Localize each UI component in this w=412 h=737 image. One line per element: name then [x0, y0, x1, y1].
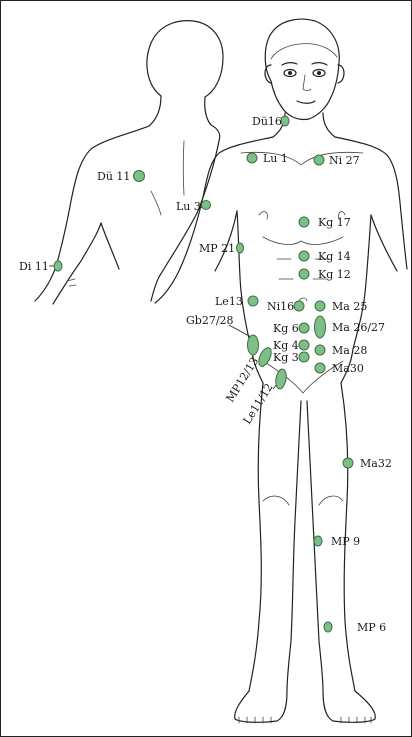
label-le1112: Le11/12 — [241, 381, 276, 426]
front-ribs — [263, 237, 343, 244]
back-shoulder-left — [35, 126, 149, 301]
point-ma2627 — [315, 316, 326, 338]
label-kg17: Kg 17 — [318, 216, 351, 229]
point-di11 — [54, 261, 62, 271]
front-inner-arm-left — [215, 211, 237, 271]
front-chest-left — [259, 212, 267, 219]
point-ni16 — [294, 301, 304, 311]
label-ni27: Ni 27 — [329, 154, 360, 167]
label-mp21: MP 21 — [199, 242, 235, 255]
back-scapula — [151, 191, 161, 215]
front-leg-right-inner — [307, 401, 323, 691]
back-torso-left — [101, 223, 119, 269]
label-ma28: Ma 28 — [332, 344, 367, 357]
label-ma25: Ma 25 — [332, 300, 367, 313]
point-mp21 — [237, 243, 244, 253]
front-inner-arm-right — [371, 215, 397, 271]
front-pupil-left — [288, 71, 292, 75]
label-kg12: Kg 12 — [318, 268, 351, 281]
label-ni16: Ni16 — [267, 300, 294, 313]
label-di11: Di 11 — [19, 260, 49, 273]
point-labels: Dü16 Lu 1 Ni 27 Dü 11 Lu 3 Kg 17 MP 21 K… — [19, 115, 392, 634]
label-kg6: Kg 6 — [273, 322, 299, 335]
back-head — [147, 21, 223, 125]
front-torso-right — [341, 215, 371, 383]
label-lu1: Lu 1 — [263, 152, 288, 165]
point-gb2728 — [248, 335, 259, 355]
front-pupil-right — [317, 71, 321, 75]
front-hairline — [271, 44, 337, 59]
label-lu3: Lu 3 — [176, 200, 201, 213]
point-lu1 — [247, 153, 257, 163]
point-mp6 — [324, 622, 332, 632]
front-leg-left-inner — [287, 401, 301, 691]
back-neck-left — [149, 96, 161, 126]
point-ma25 — [315, 301, 325, 311]
point-du16 — [281, 116, 289, 126]
back-torso-right — [151, 125, 220, 301]
label-gb2728: Gb27/28 — [186, 314, 234, 327]
point-ma32 — [343, 458, 353, 468]
point-ma30 — [315, 363, 325, 373]
point-kg14 — [299, 251, 309, 261]
point-mp9 — [314, 536, 322, 546]
point-du11 — [134, 171, 145, 182]
front-mouth — [297, 101, 315, 103]
point-kg3 — [299, 352, 309, 362]
label-du11: Dü 11 — [97, 170, 130, 183]
label-ma32: Ma32 — [360, 457, 392, 470]
label-kg3: Kg 3 — [273, 351, 299, 364]
label-ma30: Ma30 — [332, 362, 364, 375]
front-navel — [299, 298, 307, 301]
front-neck-right — [323, 113, 335, 137]
point-kg4 — [299, 340, 309, 350]
label-du16: Dü16 — [252, 115, 282, 128]
label-kg14: Kg 14 — [318, 250, 351, 263]
front-head — [265, 19, 339, 119]
point-le1112 — [274, 368, 287, 389]
label-mp9: MP 9 — [331, 535, 360, 548]
label-ma2627: Ma 26/27 — [332, 321, 385, 334]
front-foot-left — [235, 691, 287, 722]
front-nose — [303, 75, 311, 91]
point-le13 — [248, 296, 258, 306]
front-brow-right — [312, 63, 327, 65]
back-body-figure — [35, 21, 223, 304]
front-leg-left-outer — [249, 383, 263, 691]
back-spine — [183, 141, 184, 195]
point-ma28 — [315, 345, 325, 355]
front-knees — [263, 496, 343, 505]
point-kg17 — [299, 217, 309, 227]
front-brow-left — [282, 63, 297, 65]
point-kg12 — [299, 269, 309, 279]
point-lu3 — [202, 201, 211, 210]
point-kg6 — [299, 323, 309, 333]
label-mp6: MP 6 — [357, 621, 386, 634]
label-le13: Le13 — [215, 295, 243, 308]
point-ni27 — [314, 155, 324, 165]
